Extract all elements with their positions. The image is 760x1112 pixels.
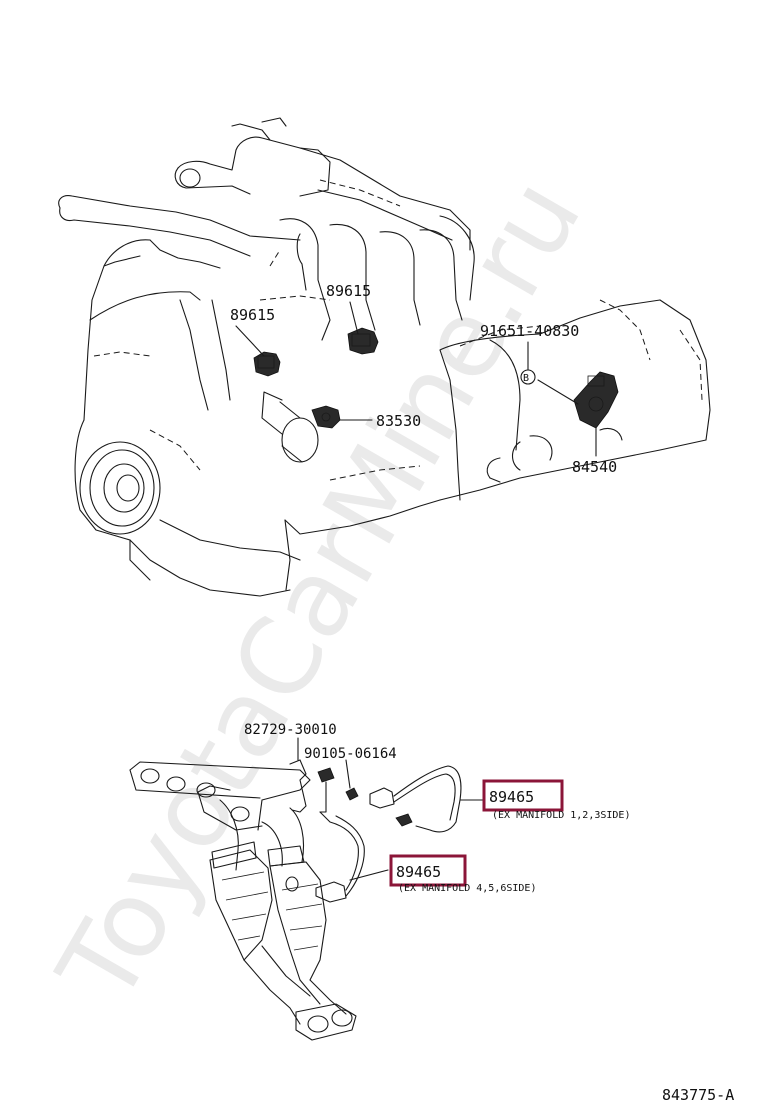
- clamp-90105: [345, 787, 359, 801]
- engine-leader-lines: [235, 301, 597, 457]
- note-ex-manifold-123: (EX MANIFOLD 1,2,3SIDE): [492, 810, 630, 821]
- highlight-box-89465-upper: [482, 779, 564, 812]
- oil-pressure-switch: [311, 405, 341, 429]
- label-91651-40830: 91651-40830: [480, 322, 579, 340]
- label-83530: 83530: [376, 412, 421, 430]
- circle-b-label: B: [523, 373, 529, 384]
- knock-sensor-left: [253, 351, 281, 377]
- label-84540: 84540: [572, 458, 617, 476]
- highlight-box-89465-lower: [389, 854, 467, 887]
- note-ex-manifold-456: (EX MANIFOLD 4,5,6SIDE): [398, 883, 536, 894]
- label-89615-left: 89615: [230, 306, 275, 324]
- circle-b-marker: [520, 369, 536, 385]
- knock-sensor-right: [347, 327, 379, 355]
- label-82729-30010: 82729-30010: [244, 722, 337, 738]
- o2-sensor-lower: [315, 767, 365, 903]
- o2-sensor-upper: [369, 765, 462, 833]
- bracket-82729: [289, 759, 307, 813]
- exhaust-manifold-drawing: [129, 761, 357, 1041]
- label-89465-lower[interactable]: 89465: [396, 863, 441, 881]
- engine-drawing: [58, 117, 711, 597]
- diagram-code: 843775-A: [662, 1086, 734, 1104]
- label-89465-upper[interactable]: 89465: [489, 788, 534, 806]
- exhaust-leader-lines: [297, 737, 485, 881]
- label-89615-right: 89615: [326, 282, 371, 300]
- crank-position-sensor: [573, 371, 619, 429]
- label-90105-06164: 90105-06164: [304, 746, 397, 762]
